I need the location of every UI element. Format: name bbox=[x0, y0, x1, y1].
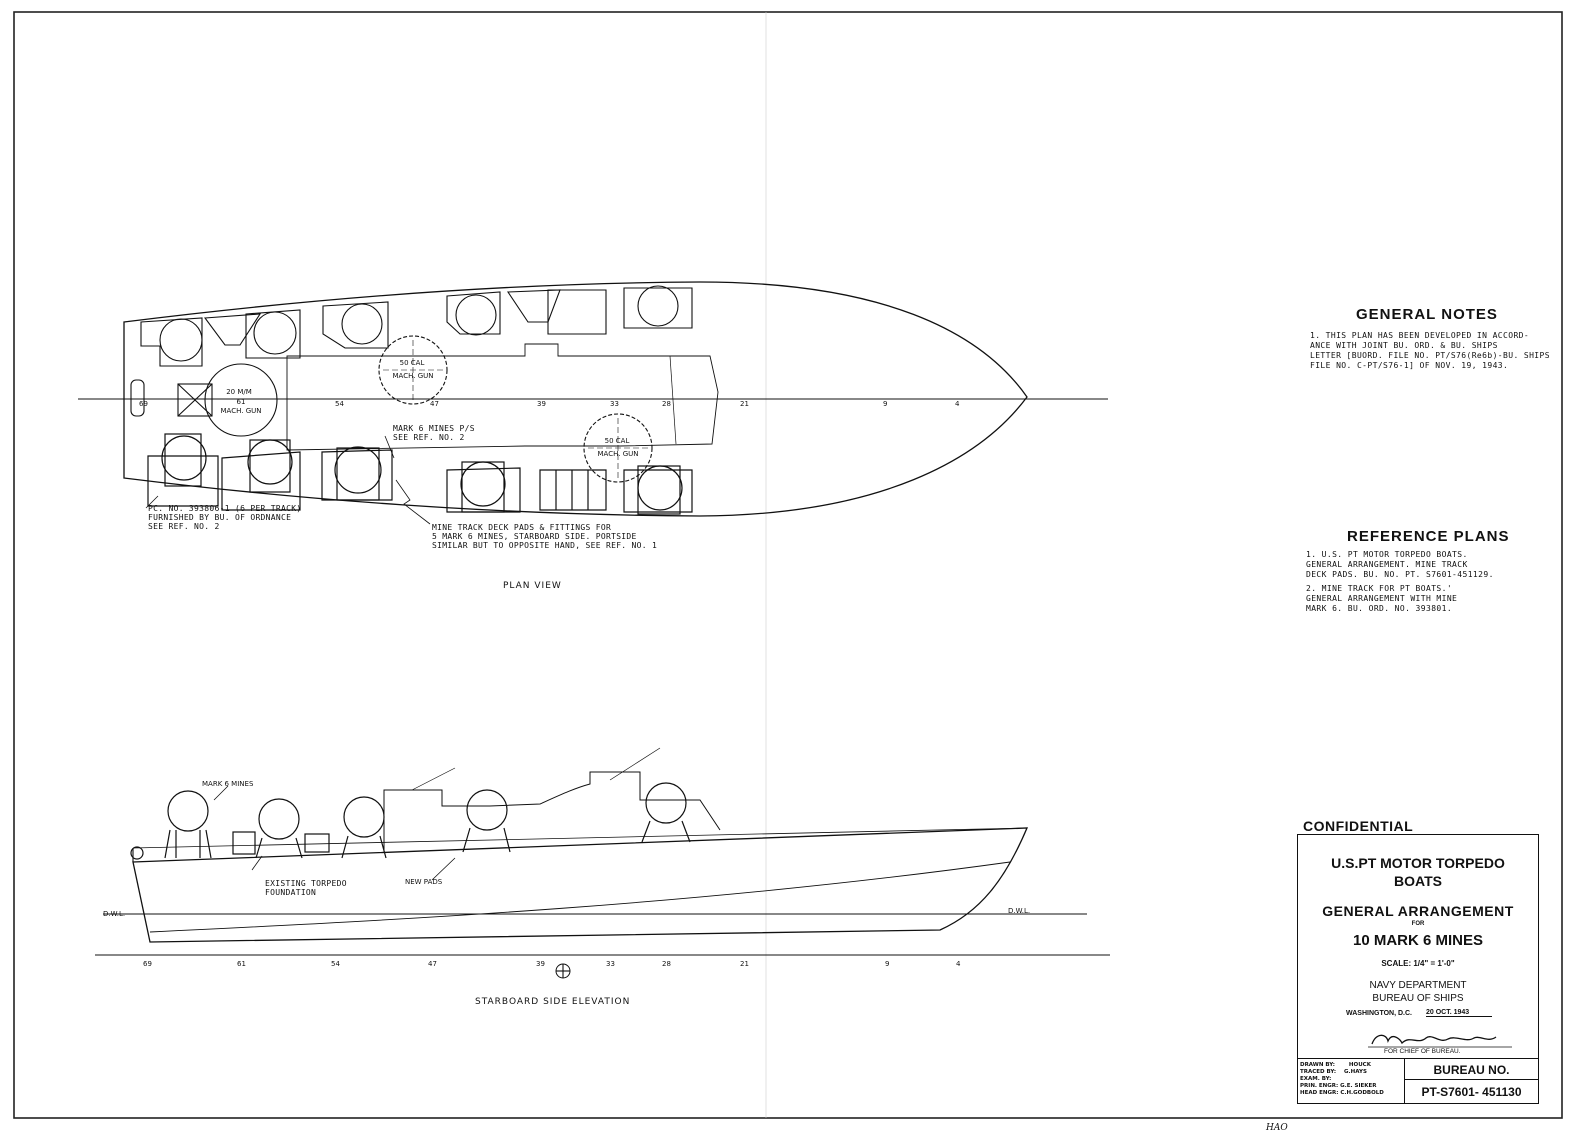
exam-by-label: EXAM. BY: bbox=[1300, 1076, 1332, 1082]
gun-50cal-1-type: MACH. GUN bbox=[393, 372, 434, 380]
gun-20mm-label: 20 M/M bbox=[226, 388, 252, 396]
plan-station-47: 47 bbox=[430, 400, 439, 408]
elev-station-54: 54 bbox=[331, 960, 340, 968]
sheet-border bbox=[13, 11, 1563, 1119]
plan-deckhouse bbox=[286, 343, 719, 451]
plan-mines-note: MARK 6 MINES P/S SEE REF. NO. 2 bbox=[393, 424, 475, 442]
plan-port-equipment bbox=[140, 285, 693, 367]
elev-station-69: 69 bbox=[143, 960, 152, 968]
title-for-chief: FOR CHIEF OF BUREAU. bbox=[1384, 1048, 1461, 1055]
head-engr-value: C.H.GODBOLD bbox=[1340, 1090, 1384, 1096]
plan-gun-labels: 20 M/M 61 MACH. GUN 50 CAL MACH. GUN 50 … bbox=[221, 359, 639, 458]
head-engr-label: HEAD ENGR: bbox=[1300, 1090, 1339, 1096]
plan-track-note: MINE TRACK DECK PADS & FITTINGS FOR 5 MA… bbox=[432, 523, 658, 550]
gun-50cal-1-label: 50 CAL bbox=[400, 359, 425, 367]
traced-by-label: TRACED BY: bbox=[1300, 1069, 1337, 1075]
drawn-by-value: HOUCK bbox=[1348, 1062, 1371, 1068]
dwl-left-label: D.W.L. bbox=[103, 910, 125, 918]
plan-station-4: 4 bbox=[955, 400, 960, 408]
dwl-right-label: D.W.L. bbox=[1008, 907, 1030, 915]
elev-station-39: 39 bbox=[536, 960, 545, 968]
margin-mark: HAO bbox=[1266, 1123, 1288, 1133]
plan-pc-note: PC. NO. 393806-1 (6 PER TRACK) FURNISHED… bbox=[148, 504, 302, 531]
plan-starboard-mines bbox=[147, 433, 693, 515]
elev-station-47: 47 bbox=[428, 960, 437, 968]
general-notes-title: GENERAL NOTES bbox=[1356, 306, 1498, 323]
plan-station-39: 39 bbox=[537, 400, 546, 408]
plan-box bbox=[177, 383, 213, 417]
title-block: U.S.PT MOTOR TORPEDO BOATS GENERAL ARRAN… bbox=[1297, 834, 1539, 1104]
prin-engr-label: PRIN. ENGR: bbox=[1300, 1083, 1339, 1089]
plan-view bbox=[78, 281, 1108, 525]
title-for: FOR bbox=[1411, 921, 1425, 927]
elevation-station-labels: 69 61 54 47 39 33 28 21 9 4 bbox=[143, 960, 961, 968]
plan-smoke-generator bbox=[130, 379, 145, 417]
title-line-4: 10 MARK 6 MINES bbox=[1352, 932, 1484, 949]
elevation-mines bbox=[130, 782, 691, 860]
gun-50cal-2-label: 50 CAL bbox=[605, 437, 630, 445]
bureau-no-label: BUREAU NO. bbox=[1433, 1063, 1510, 1077]
signoff-labels: DRAWN BY: HOUCK TRACED BY: G.HAYS EXAM. … bbox=[1300, 1062, 1384, 1097]
bureau-no-value: PT-S7601- 451130 bbox=[1421, 1085, 1522, 1099]
title-line-1: U.S.PT MOTOR TORPEDO bbox=[1331, 855, 1505, 871]
elevation-hull bbox=[132, 827, 1028, 943]
elev-station-61: 61 bbox=[237, 960, 246, 968]
prin-engr-value: G.E. SIEKER bbox=[1340, 1083, 1377, 1089]
title-place: WASHINGTON, D.C. bbox=[1346, 1010, 1412, 1017]
classification-label: CONFIDENTIAL bbox=[1303, 818, 1414, 834]
plan-station-21: 21 bbox=[740, 400, 749, 408]
drawn-by-label: DRAWN BY: bbox=[1300, 1062, 1335, 1068]
plan-view-title: PLAN VIEW bbox=[503, 581, 562, 591]
reference-plan-2: 2. MINE TRACK FOR PT BOATS.' GENERAL ARR… bbox=[1306, 584, 1458, 613]
plan-station-labels: 69 54 47 39 33 28 21 9 4 bbox=[139, 400, 960, 408]
title-date: 20 OCT. 1943 bbox=[1426, 1009, 1492, 1017]
elev-station-4: 4 bbox=[956, 960, 961, 968]
elev-torpedo-note: EXISTING TORPEDO FOUNDATION bbox=[265, 879, 347, 897]
signature-graphic bbox=[1368, 1034, 1512, 1048]
gun-50cal-1-ring bbox=[378, 335, 448, 405]
title-line-3: GENERAL ARRANGEMENT bbox=[1322, 903, 1514, 919]
title-dept: NAVY DEPARTMENT bbox=[1369, 980, 1467, 991]
title-bureau: BUREAU OF SHIPS bbox=[1372, 993, 1464, 1004]
reference-plan-1: 1. U.S. PT MOTOR TORPEDO BOATS. GENERAL … bbox=[1306, 550, 1494, 579]
general-note-1: 1. THIS PLAN HAS BEEN DEVELOPED IN ACCOR… bbox=[1310, 331, 1550, 370]
gun-50cal-2-type: MACH. GUN bbox=[598, 450, 639, 458]
gun-20mm-station: 61 bbox=[237, 398, 246, 406]
plan-station-54: 54 bbox=[335, 400, 344, 408]
gun-20mm-type: MACH. GUN bbox=[221, 407, 262, 415]
title-scale: SCALE: 1/4" = 1'-0" bbox=[1381, 959, 1455, 968]
traced-by-value: G.HAYS bbox=[1344, 1069, 1367, 1075]
elev-station-33: 33 bbox=[606, 960, 615, 968]
elevation-title: STARBOARD SIDE ELEVATION bbox=[475, 997, 630, 1007]
plan-station-69: 69 bbox=[139, 400, 148, 408]
gun-20mm-ring bbox=[204, 363, 278, 437]
reference-plans-title: REFERENCE PLANS bbox=[1347, 528, 1510, 545]
elev-pads-label: NEW PADS bbox=[405, 878, 443, 886]
elev-station-9: 9 bbox=[885, 960, 889, 968]
gun-50cal-2-ring bbox=[583, 413, 653, 483]
elev-mines-label: MARK 6 MINES bbox=[202, 780, 254, 788]
elev-station-28: 28 bbox=[662, 960, 671, 968]
plan-hull-outline bbox=[123, 281, 1028, 517]
plan-station-33: 33 bbox=[610, 400, 619, 408]
elevation-view bbox=[95, 747, 1110, 979]
signature-table: DRAWN BY: HOUCK TRACED BY: G.HAYS EXAM. … bbox=[1298, 1058, 1538, 1104]
plan-station-28: 28 bbox=[662, 400, 671, 408]
elev-station-21: 21 bbox=[740, 960, 749, 968]
title-line-2: BOATS bbox=[1394, 873, 1442, 889]
plan-station-9: 9 bbox=[883, 400, 887, 408]
